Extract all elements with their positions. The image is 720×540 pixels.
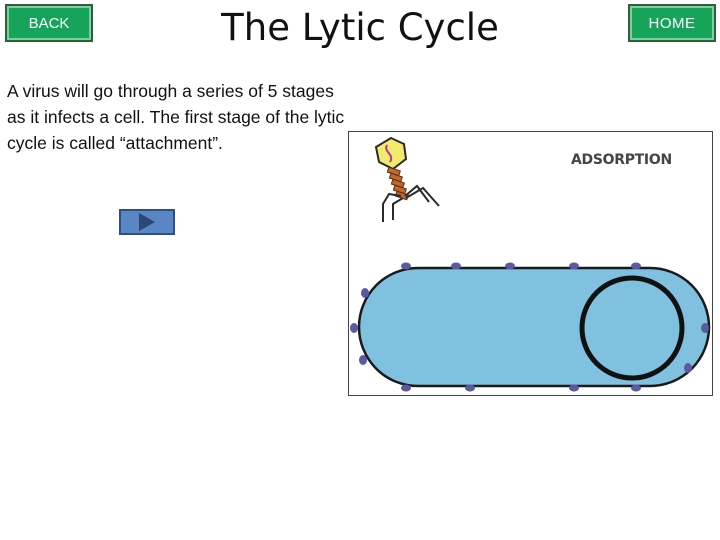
page-title: The Lytic Cycle xyxy=(221,6,499,49)
figure-label: ADSORPTION xyxy=(571,152,672,168)
membrane-receptors xyxy=(350,262,709,392)
body-text: A virus will go through a series of 5 st… xyxy=(7,81,345,153)
play-triangle-icon xyxy=(139,213,155,231)
adsorption-figure: ADSORPTION xyxy=(348,131,713,396)
bacterial-cell xyxy=(357,266,711,388)
bacteriophage-icon xyxy=(374,136,440,222)
next-button[interactable] xyxy=(119,209,175,235)
back-button[interactable]: BACK xyxy=(5,4,93,42)
home-button[interactable]: HOME xyxy=(628,4,716,42)
cell-nucleoid xyxy=(579,275,685,381)
adsorption-illustration xyxy=(350,136,711,392)
